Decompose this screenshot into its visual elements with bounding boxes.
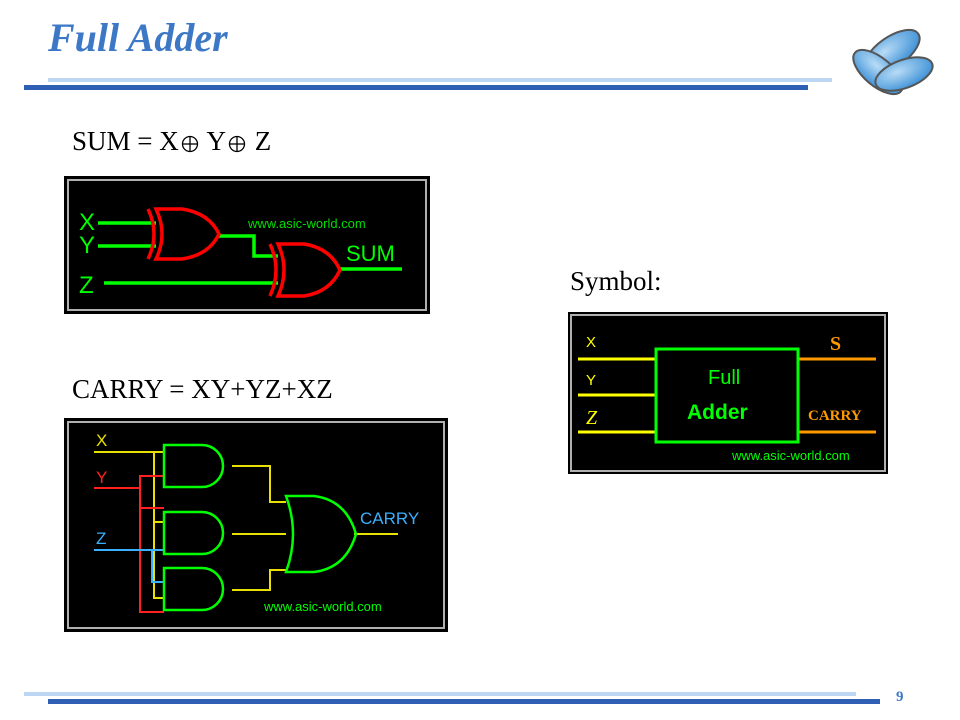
- sum-circuit-diagram: X Y Z SUM www.asic-world.com: [64, 176, 430, 314]
- sum-formula: SUM = X Y Z: [72, 126, 271, 157]
- block-label-full: Full: [708, 367, 740, 389]
- sum-watermark: www.asic-world.com: [247, 216, 366, 231]
- carry-input-x-label: X: [96, 431, 107, 450]
- symbol-watermark: www.asic-world.com: [731, 448, 850, 463]
- header-rule: [24, 78, 832, 90]
- xor-icon: [181, 135, 198, 152]
- symbol-input-x-label: X: [586, 334, 596, 351]
- sum-formula-mid: Y: [200, 126, 226, 156]
- carry-formula: CARRY = XY+YZ+XZ: [72, 374, 333, 404]
- symbol-output-s-label: S: [830, 333, 841, 355]
- carry-watermark: www.asic-world.com: [263, 599, 382, 614]
- sum-formula-lhs: SUM = X: [72, 126, 179, 156]
- block-label-adder: Adder: [687, 401, 748, 424]
- carry-output-label: CARRY: [360, 509, 419, 528]
- sum-input-y-label: Y: [79, 232, 95, 259]
- carry-circuit-diagram: X Y Z CARRY www.asic-world.com: [64, 418, 448, 632]
- symbol-output-carry-label: CARRY: [808, 408, 862, 424]
- symbol-input-y-label: Y: [586, 372, 596, 389]
- sum-output-label: SUM: [346, 241, 395, 266]
- logo-icon: [852, 28, 934, 96]
- page-number: 9: [896, 689, 904, 705]
- symbol-input-z-label: Z: [586, 407, 598, 429]
- carry-input-z-label: Z: [96, 529, 106, 548]
- full-adder-block: [654, 347, 800, 444]
- sum-formula-end: Z: [248, 126, 272, 156]
- full-adder-symbol: X Y Z Full Adder S CARRY www.asic-world.…: [568, 312, 888, 474]
- carry-input-y-label: Y: [96, 468, 107, 487]
- sum-input-z-label: Z: [79, 272, 94, 299]
- sum-input-x-label: X: [79, 209, 95, 236]
- slide-title: Full Adder: [48, 15, 228, 60]
- footer-rule: [24, 692, 880, 704]
- symbol-heading: Symbol:: [570, 266, 662, 296]
- xor-icon: [228, 135, 246, 152]
